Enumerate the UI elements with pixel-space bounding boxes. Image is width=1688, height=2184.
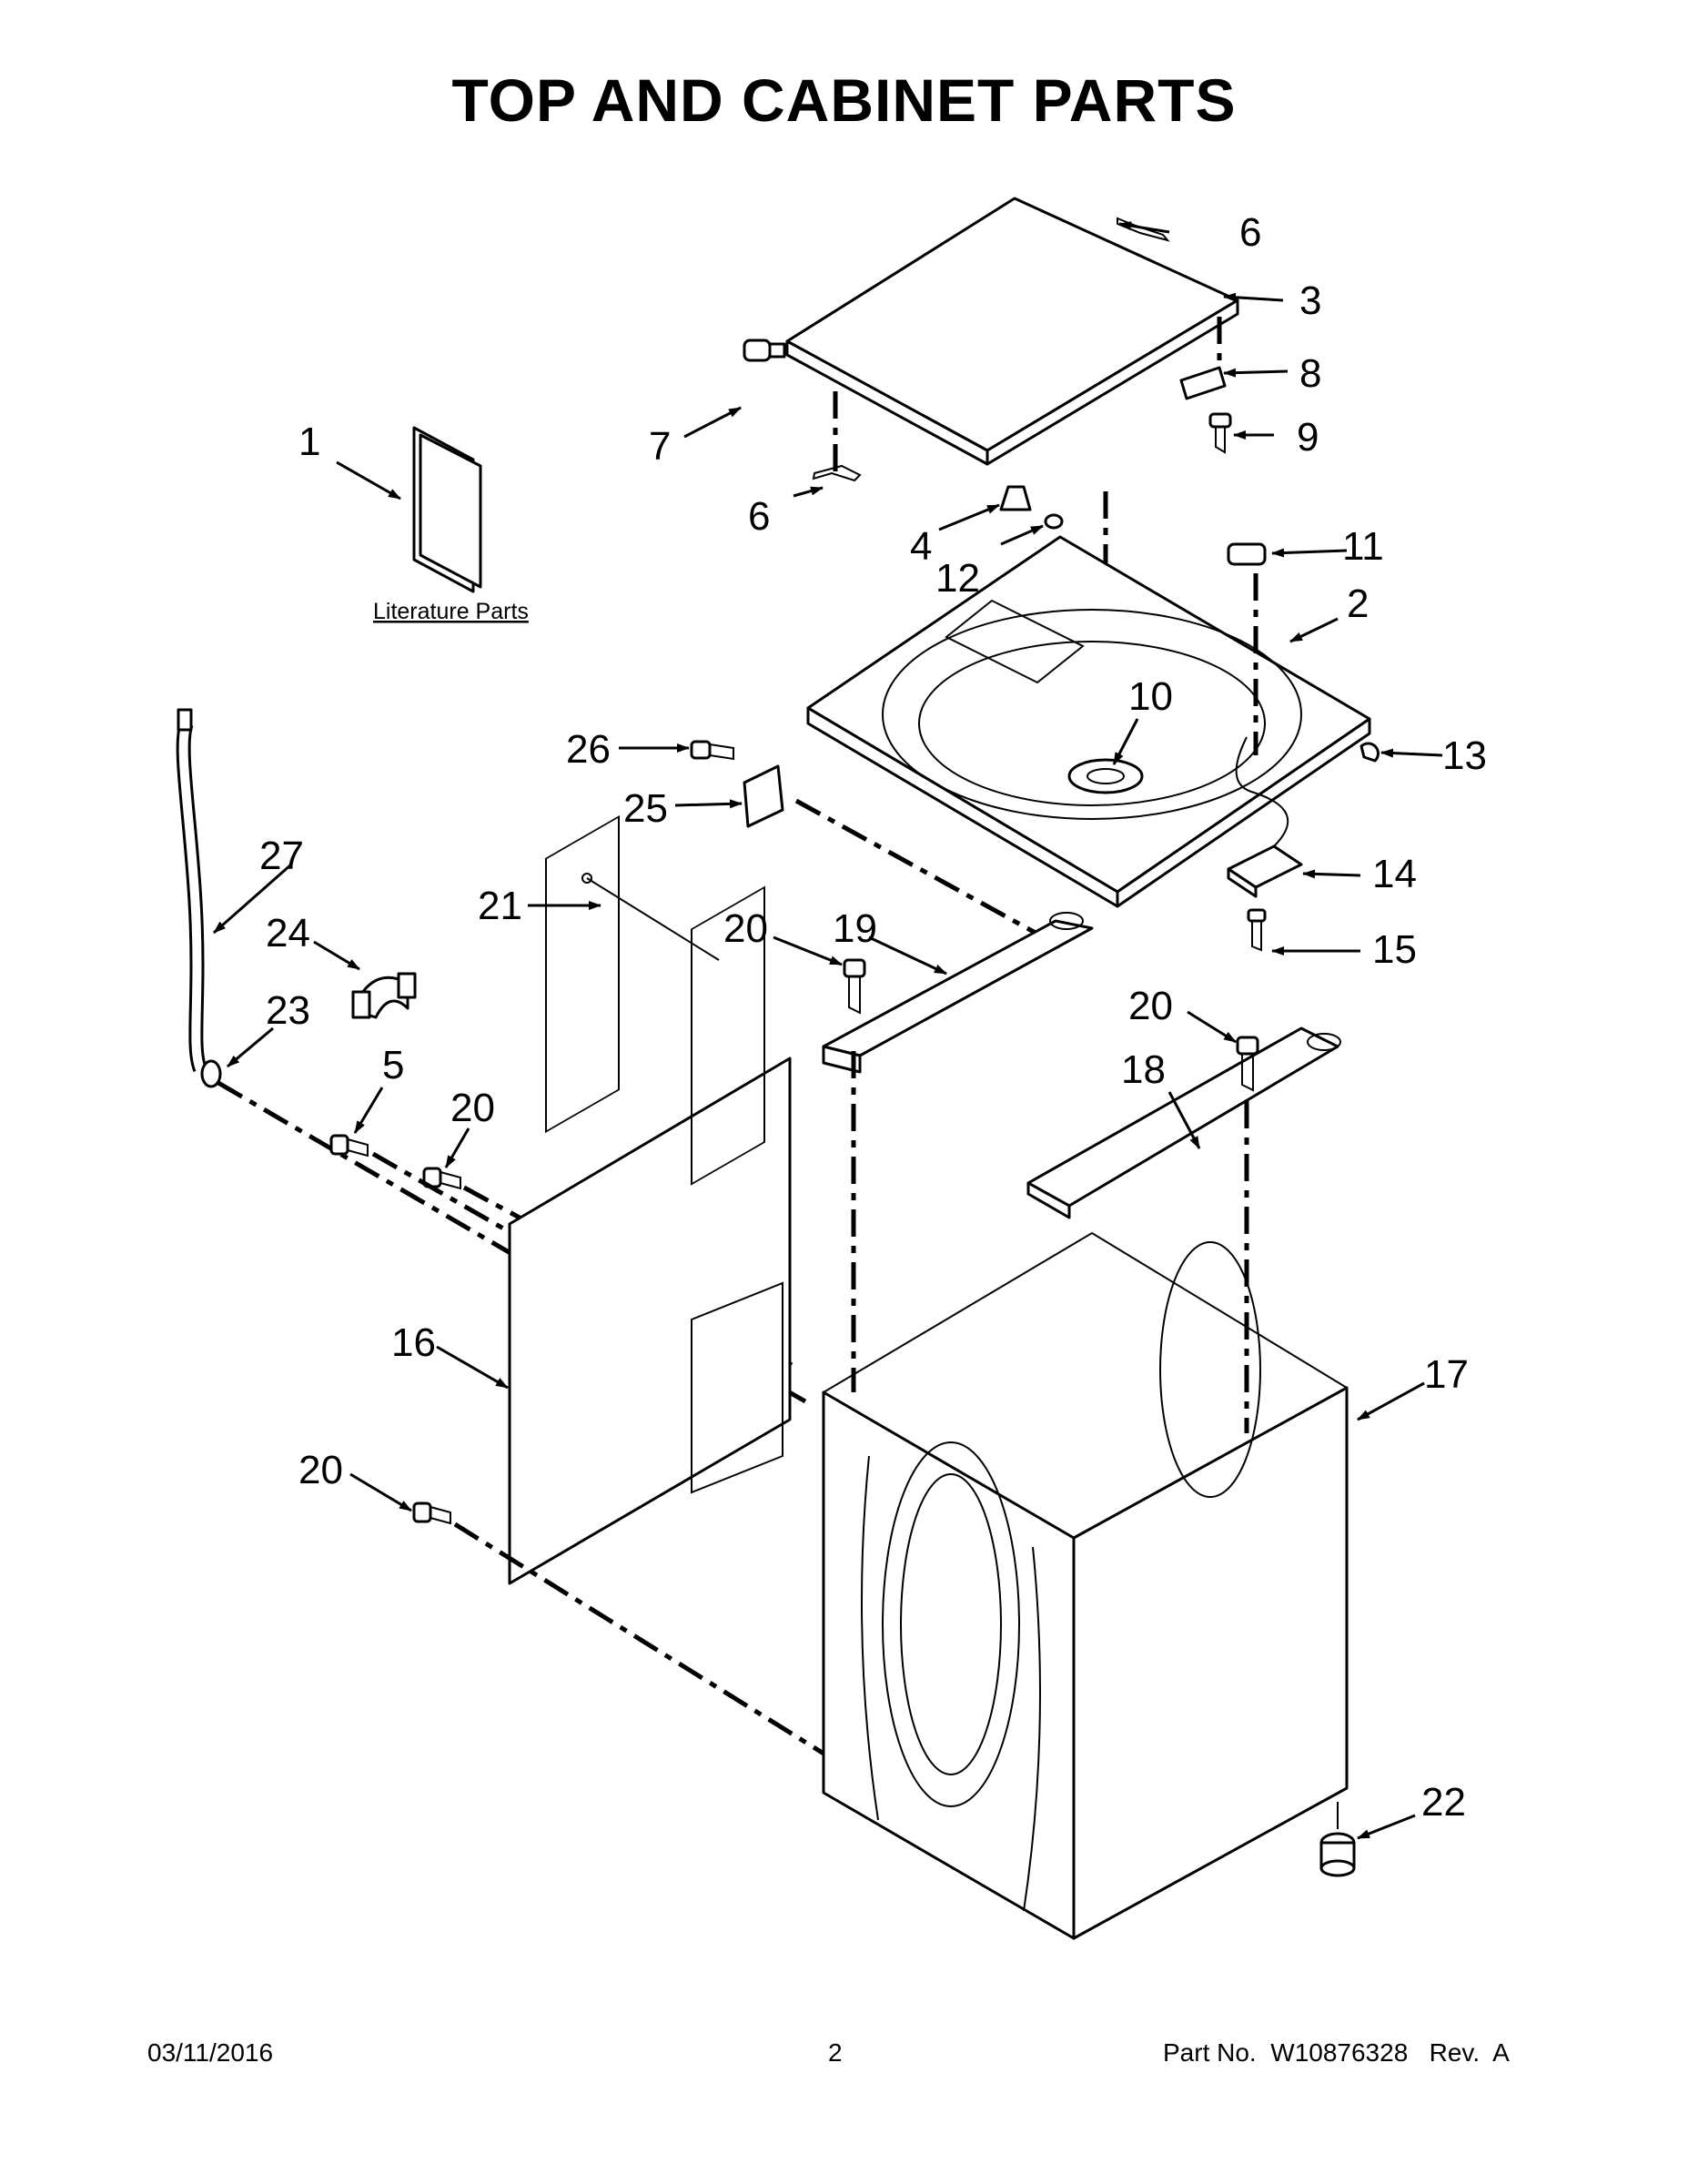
dispenser-cup[interactable] [1067,758,1144,794]
callout-22: 22 [1421,1780,1466,1825]
callout-3: 3 [1299,278,1321,323]
callout-13: 13 [1442,733,1487,778]
cabinet-bracket[interactable] [743,764,784,828]
callout-14: 14 [1372,852,1417,896]
front-brace[interactable] [822,912,1094,1074]
callout-17: 17 [1424,1352,1469,1397]
callout-18: 18 [1121,1047,1166,1092]
rear-panel[interactable] [508,814,792,1585]
callout-20: 20 [298,1448,343,1492]
lid-actuator[interactable] [1179,317,1227,400]
screw[interactable] [843,958,866,1015]
callout-9: 9 [1297,415,1319,460]
screw[interactable] [1247,908,1267,952]
callout-12: 12 [935,556,980,601]
callout-19: 19 [833,906,877,951]
indicator-lens[interactable] [1227,542,1267,566]
cabinet[interactable] [822,1231,1349,1940]
lid-lock-switch[interactable] [1227,736,1303,898]
footer-part-number: Part No. W10876328 Rev. A [1163,2038,1510,2067]
callout-23: 23 [266,988,310,1033]
lid-bumper[interactable] [743,339,786,362]
callout-20: 20 [450,1086,495,1130]
callout-6: 6 [748,494,770,539]
wire-tie[interactable] [581,873,720,961]
callout-2: 2 [1347,581,1369,626]
drain-hose[interactable] [176,708,207,1072]
grommet[interactable] [1044,513,1064,530]
callout-4: 4 [910,524,932,569]
footer-date: 03/11/2016 [147,2038,274,2067]
hose-guide[interactable] [351,972,417,1019]
callout-7: 7 [649,424,671,469]
callout-10: 10 [1128,674,1173,719]
callout-15: 15 [1372,927,1417,972]
screw[interactable] [412,1502,451,1525]
callout-16: 16 [391,1320,436,1365]
callout-11: 11 [1342,524,1384,569]
page-title: TOP AND CABINET PARTS [451,66,1237,134]
screw[interactable] [690,740,734,761]
callout-1: 1 [298,420,320,464]
callout-5: 5 [382,1043,404,1087]
callout-27: 27 [259,834,304,878]
lid-foot[interactable] [999,485,1032,511]
callout-8: 8 [1299,351,1321,396]
top-panel[interactable] [806,535,1371,908]
callout-21: 21 [478,884,522,928]
literature-label: Literature Parts [373,599,529,624]
callout-6: 6 [1239,210,1261,255]
callout-24: 24 [266,911,310,956]
hose-clamp[interactable] [200,1059,222,1088]
lid[interactable] [785,197,1239,466]
callout-25: 25 [623,786,668,831]
screw[interactable] [329,1134,369,1158]
leveling-leg[interactable] [1319,1802,1356,1877]
callout-20: 20 [1128,984,1173,1028]
callout-26: 26 [566,727,611,772]
screw[interactable] [1236,1036,1259,1092]
screw[interactable] [1208,412,1232,454]
callout-20: 20 [723,906,768,951]
hinge-clip[interactable] [812,464,862,482]
literature-booklet[interactable] [412,426,482,593]
wire-clip[interactable] [1359,742,1380,763]
footer-page-number: 2 [828,2038,843,2067]
